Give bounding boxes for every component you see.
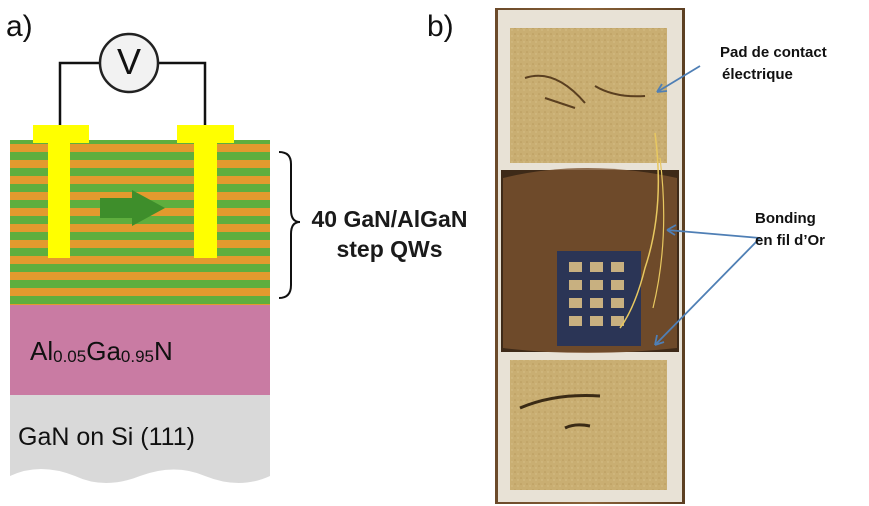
right-contact bbox=[177, 125, 234, 258]
bonding-arrow-icon bbox=[666, 229, 761, 239]
pad-annotation-line1: Pad de contact bbox=[720, 44, 827, 61]
algan-layer bbox=[10, 305, 270, 395]
ga-fraction: 0.95 bbox=[120, 347, 154, 366]
n-text: N bbox=[154, 336, 173, 366]
panel-b-label: b) bbox=[427, 10, 454, 43]
substrate-label: GaN on Si (111) bbox=[18, 423, 195, 451]
voltmeter-icon bbox=[98, 32, 160, 94]
qw-annotation: 40 GaN/AlGaN step QWs bbox=[292, 204, 487, 264]
circuit-wire bbox=[58, 61, 207, 125]
panel-a-label: a) bbox=[6, 10, 33, 43]
bond-wire bbox=[619, 132, 660, 329]
bonding-annotation: Bonding en fil d’Or bbox=[755, 208, 825, 252]
left-contact bbox=[33, 125, 89, 258]
pad-annotation-line2: électrique bbox=[722, 66, 793, 83]
sample-photo bbox=[495, 8, 685, 504]
al-fraction: 0.05 bbox=[53, 347, 87, 366]
ga-text: Ga bbox=[86, 336, 121, 366]
current-arrow-icon bbox=[100, 190, 165, 226]
pad-arrow-icon bbox=[656, 65, 701, 93]
pad-annotation: Pad de contact électrique bbox=[720, 42, 827, 86]
brace-icon bbox=[278, 151, 301, 299]
bonding-annotation-line1: Bonding bbox=[755, 210, 816, 227]
qw-annotation-line1: 40 GaN/AlGaN bbox=[311, 206, 468, 232]
al-text: Al bbox=[30, 336, 54, 366]
voltmeter-label: V bbox=[116, 41, 141, 82]
qw-annotation-line2: step QWs bbox=[336, 236, 443, 262]
substrate-layer bbox=[10, 395, 270, 483]
algan-layer-label: Al0.05Ga0.95N bbox=[30, 336, 173, 367]
device-chip bbox=[557, 251, 641, 346]
bonding-arrow-icon bbox=[654, 237, 761, 346]
bonding-annotation-line2: en fil d’Or bbox=[755, 232, 826, 249]
bond-wire bbox=[652, 157, 665, 309]
